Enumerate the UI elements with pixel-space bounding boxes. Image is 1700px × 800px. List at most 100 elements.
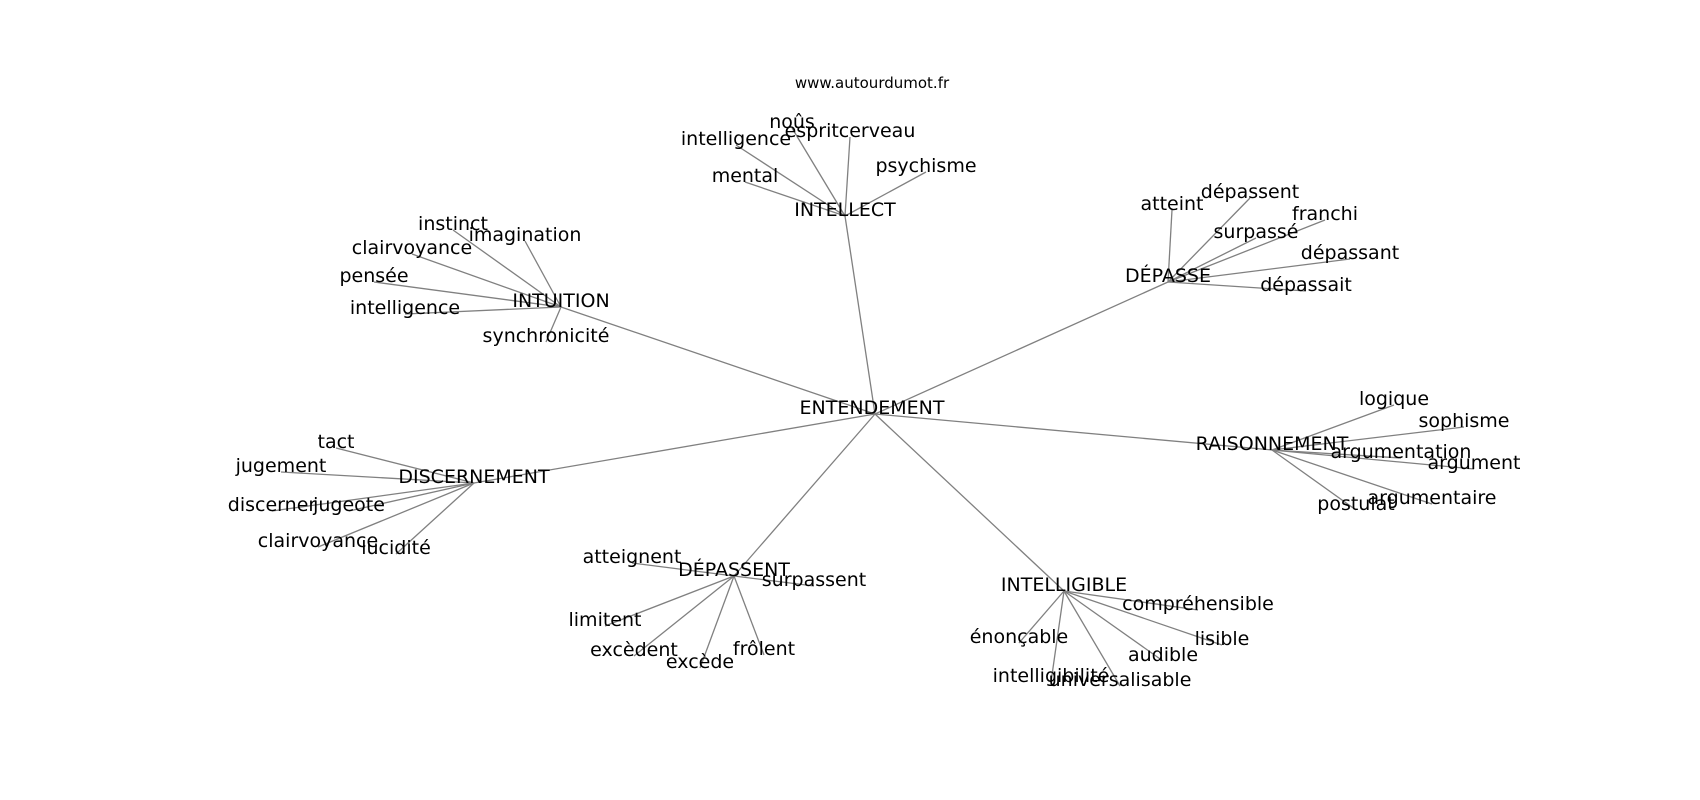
word-node-label: argumentaire bbox=[1368, 487, 1497, 509]
center-edge bbox=[844, 215, 876, 415]
center-node-label: ENTENDEMENT bbox=[800, 397, 945, 419]
word-node-label: imagination bbox=[469, 224, 582, 246]
labels-layer: ENTENDEMENT INTELLECTnoûsespritcerveauin… bbox=[228, 111, 1521, 691]
word-edge bbox=[1271, 449, 1475, 470]
word-node-label: psychisme bbox=[875, 155, 976, 177]
hub-node-label: DISCERNEMENT bbox=[398, 466, 550, 488]
word-edge bbox=[348, 482, 475, 512]
word-node-label: argumentation bbox=[1331, 441, 1472, 463]
center-edge bbox=[874, 413, 1273, 451]
word-node-label: sophisme bbox=[1418, 410, 1509, 432]
word-node-label: synchronicité bbox=[483, 325, 610, 347]
word-edge bbox=[317, 482, 475, 548]
word-edge bbox=[791, 127, 846, 217]
word-edge bbox=[1271, 404, 1395, 451]
word-edge bbox=[452, 229, 562, 308]
hub-node-label: RAISONNEMENT bbox=[1196, 433, 1349, 455]
word-node-label: atteint bbox=[1140, 193, 1203, 215]
word-edge bbox=[733, 575, 765, 656]
word-edge bbox=[271, 482, 475, 512]
word-edge bbox=[1063, 590, 1199, 611]
word-edge bbox=[699, 575, 735, 669]
word-edge bbox=[404, 306, 562, 315]
word-node-label: pensée bbox=[339, 265, 408, 287]
word-node-label: clairvoyance bbox=[352, 237, 472, 259]
edges-layer bbox=[271, 127, 1475, 687]
hub-node-label: INTELLECT bbox=[794, 199, 896, 221]
word-edge bbox=[1063, 590, 1121, 687]
word-node-label: discerner bbox=[228, 494, 317, 516]
hub-node-label: DÉPASSE bbox=[1125, 264, 1211, 287]
word-edge bbox=[1018, 590, 1065, 644]
word-edge bbox=[1167, 237, 1257, 283]
word-node-label: surpassé bbox=[1214, 221, 1299, 243]
word-edge bbox=[1063, 590, 1164, 662]
word-edge bbox=[1271, 449, 1433, 505]
word-edge bbox=[844, 136, 851, 217]
word-node-label: jugement bbox=[235, 455, 327, 477]
word-node-label: excède bbox=[666, 651, 734, 673]
word-edge bbox=[631, 562, 735, 577]
word-node-label: dépassent bbox=[1201, 181, 1299, 203]
word-edge bbox=[1167, 197, 1251, 283]
word-edge bbox=[1063, 590, 1223, 646]
hub-node-label: INTUITION bbox=[512, 290, 609, 312]
word-edge bbox=[1271, 449, 1357, 511]
word-node-label: noûs bbox=[769, 111, 815, 133]
word-node-label: surpassent bbox=[762, 569, 866, 591]
word-node-label: intelligence bbox=[350, 297, 460, 319]
word-node-label: audible bbox=[1128, 644, 1198, 666]
word-edge bbox=[411, 253, 562, 308]
word-node-label: franchi bbox=[1292, 203, 1358, 225]
word-node-label: mental bbox=[712, 165, 779, 187]
center-edge bbox=[733, 413, 876, 577]
word-edge bbox=[1167, 209, 1173, 283]
center-edge bbox=[560, 306, 876, 415]
word-node-label: espritcerveau bbox=[785, 120, 916, 142]
word-edge bbox=[373, 281, 562, 308]
word-edge bbox=[1167, 219, 1326, 283]
word-edge bbox=[545, 306, 562, 343]
word-node-label: lucidité bbox=[361, 537, 431, 559]
word-edge bbox=[1167, 281, 1307, 292]
center-edge bbox=[473, 413, 876, 484]
word-node-label: compréhensible bbox=[1122, 593, 1274, 615]
center-edge bbox=[874, 413, 1065, 592]
word-edge bbox=[633, 575, 735, 657]
word-node-label: logique bbox=[1359, 388, 1429, 410]
center-edge bbox=[874, 281, 1169, 415]
word-edge bbox=[1271, 449, 1402, 459]
word-node-label: lisible bbox=[1195, 628, 1250, 650]
word-node-label: dépassait bbox=[1260, 274, 1352, 296]
word-node-label: tact bbox=[318, 431, 355, 453]
hub-node-label: DÉPASSENT bbox=[678, 558, 790, 581]
word-node-label: intelligibilité bbox=[993, 665, 1110, 687]
word-node-label: universalisable bbox=[1049, 669, 1192, 691]
word-edge bbox=[524, 240, 562, 308]
hub-node-label: INTELLIGIBLE bbox=[1001, 574, 1127, 596]
word-edge bbox=[1050, 590, 1065, 683]
word-edge bbox=[280, 471, 475, 484]
word-node-label: intelligence bbox=[681, 128, 791, 150]
word-edge bbox=[844, 171, 927, 217]
word-node-label: clairvoyance bbox=[258, 530, 378, 552]
word-node-label: frôlent bbox=[733, 638, 795, 660]
word-edge bbox=[1167, 258, 1351, 283]
word-node-label: instinct bbox=[418, 213, 488, 235]
word-node-label: dépassant bbox=[1301, 242, 1399, 264]
word-edge bbox=[735, 144, 846, 217]
word-node-label: postulat bbox=[1317, 493, 1394, 515]
word-edge bbox=[1271, 426, 1465, 451]
word-node-label: jugeote bbox=[312, 494, 385, 516]
word-node-label: argument bbox=[1428, 452, 1521, 474]
word-edge bbox=[744, 181, 846, 217]
word-node-label: limitent bbox=[569, 609, 642, 631]
word-edge bbox=[335, 447, 475, 484]
word-node-label: atteignent bbox=[583, 546, 682, 568]
word-node-label: excèdent bbox=[590, 639, 678, 661]
word-edge bbox=[733, 575, 815, 587]
site-url-label: www.autourdumot.fr bbox=[795, 74, 950, 92]
word-edge bbox=[395, 482, 475, 555]
word-edge bbox=[604, 575, 735, 627]
